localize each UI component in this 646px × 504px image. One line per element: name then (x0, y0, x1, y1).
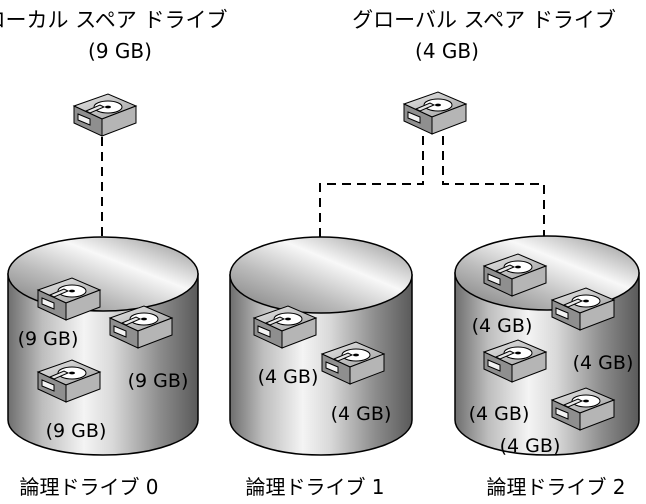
ld1-disk-size: (4 GB) (331, 403, 392, 425)
global-spare-drive-icon (403, 91, 467, 135)
ld0-disk-size: (9 GB) (18, 328, 79, 350)
global-spare-title: グローバル スペア ドライブ (352, 8, 616, 32)
global-spare-link-ld1 (319, 136, 424, 238)
ld0-disk-size: (9 GB) (128, 370, 189, 392)
ld2-disk-size: (4 GB) (573, 352, 634, 374)
local-spare-size: (9 GB) (88, 39, 152, 63)
ld2-disk-size: (4 GB) (472, 315, 533, 337)
logical-drive-0-label: 論理ドライブ 0 (19, 475, 158, 499)
ld2-disk-size: (4 GB) (469, 403, 530, 425)
global-spare-size: (4 GB) (415, 39, 479, 63)
local-spare-title: ローカル スペア ドライブ (0, 8, 227, 32)
ld1-disk-size: (4 GB) (258, 366, 319, 388)
global-spare-link-ld2 (442, 136, 545, 236)
logical-drive-2-label: 論理ドライブ 2 (486, 475, 625, 499)
logical-drive-1-label: 論理ドライブ 1 (245, 475, 384, 499)
ld0-disk-size: (9 GB) (46, 420, 107, 442)
local-spare-drive-icon (73, 93, 137, 137)
ld2-disk-size: (4 GB) (500, 435, 561, 457)
